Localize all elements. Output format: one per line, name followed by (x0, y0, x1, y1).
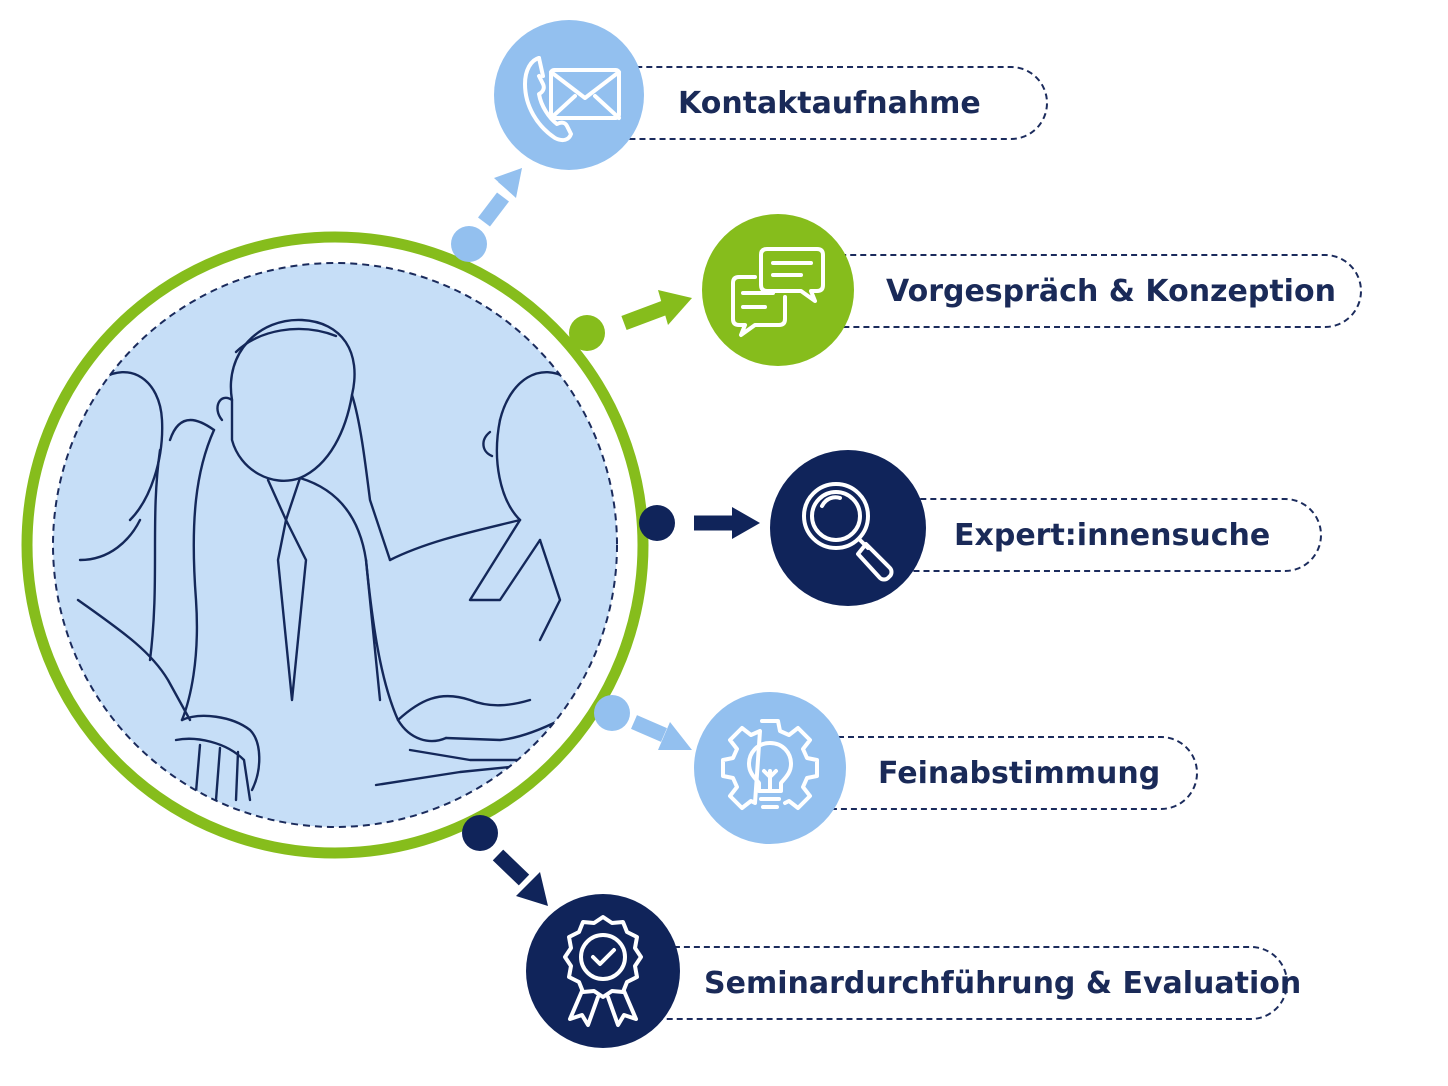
connector-5 (462, 815, 548, 906)
step-icon-5 (526, 894, 680, 1048)
business-meeting-illustration (76, 318, 572, 802)
step-text-1: Kontaktaufnahme (678, 85, 981, 121)
step-text-2: Vorgespräch & Konzeption (886, 273, 1336, 309)
lightbulb-gear-icon (721, 719, 819, 810)
step-text-3: Expert:innensuche (954, 517, 1271, 553)
phone-envelope-icon (523, 56, 621, 143)
magnifier-icon (802, 482, 894, 582)
step-icon-3 (770, 450, 926, 606)
step-label-1: Kontaktaufnahme (566, 66, 1048, 140)
connector-4 (594, 695, 692, 750)
chat-bubbles-icon (731, 247, 825, 337)
step-icon-4 (694, 692, 846, 844)
center-circle (21, 231, 649, 859)
step-label-4: Feinabstimmung (778, 736, 1198, 810)
connector-2 (569, 290, 692, 351)
step-icon-1 (494, 20, 644, 170)
step-icon-2 (702, 214, 854, 366)
award-badge-icon (563, 915, 643, 1027)
connector-1 (451, 168, 522, 262)
step-label-5: Seminardurchführung & Evaluation (604, 946, 1301, 1020)
step-label-2: Vorgespräch & Konzeption (780, 254, 1362, 328)
connector-3 (639, 505, 760, 541)
step-text-5: Seminardurchführung & Evaluation (704, 965, 1302, 1001)
step-text-4: Feinabstimmung (878, 755, 1161, 791)
